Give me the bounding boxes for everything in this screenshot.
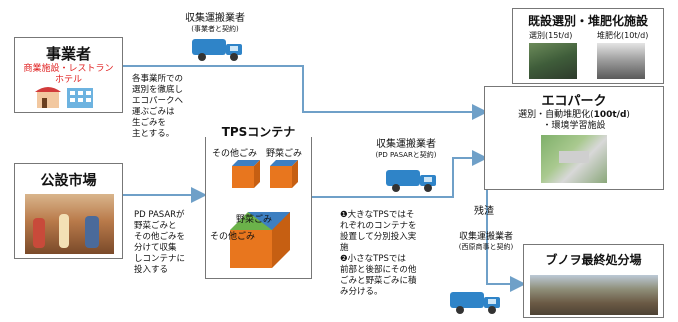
truck-mid-name: 収集運搬業者 — [376, 139, 436, 150]
market-title: 公設市場 — [40, 173, 97, 189]
ecopark-line1: 選別・自動堆肥化(100t/d) — [485, 109, 663, 121]
business-to-ecopark-line — [123, 65, 488, 120]
existing-facility-box: 既設選別・堆肥化施設 選別(15t/d) 堆肥化(10t/d) — [512, 8, 664, 84]
ecopark-line2: ・環境学習施設 — [542, 121, 606, 131]
tps-label-other-top: その他ごみ — [212, 149, 258, 159]
truck-top-icon — [192, 39, 242, 61]
tps-label-veg-bottom: 野菜ごみ — [236, 215, 273, 225]
business-box: 事業者 商業施設・レストラン ホテル — [14, 37, 123, 113]
business-title: 事業者 — [45, 45, 91, 63]
truck-mid-label: 収集運搬業者 (PD PASARと契約) — [356, 139, 456, 160]
truck-top-contract: (事業者と契約) — [191, 25, 239, 33]
existing-title: 既設選別・堆肥化施設 — [527, 14, 648, 28]
ecopark-line1-prefix: 選別・自動堆肥化( — [518, 110, 594, 120]
tps-label-veg-top: 野菜ごみ — [266, 149, 303, 159]
tps-title: TPSコンテナ — [206, 123, 311, 140]
truck-bottom-label: 収集運搬業者 (西原商事と契約) — [440, 232, 532, 252]
existing-compost-photo — [597, 43, 645, 79]
business-subtitle: 商業施設・レストラン ホテル — [23, 64, 114, 85]
landfill-photo — [530, 275, 658, 315]
ecopark-title: エコパーク — [541, 94, 607, 109]
business-note: 各事業所での 選別を徹底し エコパークへ 運ぶごみは 生ごみを 主とする。 — [132, 74, 184, 139]
truck-top-label: 収集運搬業者 (事業者と契約) — [170, 13, 260, 34]
truck-mid-icon — [386, 170, 436, 192]
market-note: PD PASARが 野菜ごみと その他ごみを 分けて収集 しコンテナに 投入する — [134, 210, 186, 275]
ecopark-capacity: 100t/d — [593, 110, 627, 120]
tps-box: TPSコンテナ その他ごみ 野菜ごみ 野菜ごみ その他ごみ — [205, 123, 312, 279]
existing-sorting-photo — [529, 43, 577, 79]
truck-top-name: 収集運搬業者 — [185, 13, 245, 24]
tps-note: ❶大きなTPSではそ れぞれのコンテナを 設置して分別投入実 施 ❷小さなTPS… — [340, 210, 417, 297]
tps-label-other-bottom: その他ごみ — [210, 232, 256, 242]
landfill-box: ブノヲ最終処分場 — [523, 244, 664, 318]
ecopark-line1-suffix: ) — [626, 110, 630, 120]
ecopark-box: エコパーク 選別・自動堆肥化(100t/d) ・環境学習施設 — [484, 86, 664, 190]
tps-to-ecopark-line — [312, 150, 488, 198]
tps-containers-drawing — [230, 160, 298, 268]
market-box: 公設市場 — [14, 163, 123, 259]
residue-to-landfill-line — [486, 190, 526, 292]
shops-icon — [35, 87, 93, 108]
ecopark-site-photo — [541, 135, 607, 183]
truck-bottom-contract: (西原商事と契約) — [458, 243, 514, 251]
residue-label: 残渣 — [474, 206, 494, 217]
truck-bottom-icon — [450, 292, 500, 314]
market-photo — [25, 194, 114, 254]
landfill-title: ブノヲ最終処分場 — [545, 253, 642, 267]
existing-caption-right: 堆肥化(10t/d) — [597, 31, 649, 40]
truck-mid-contract: (PD PASARと契約) — [375, 151, 437, 159]
existing-caption-left: 選別(15t/d) — [529, 31, 573, 40]
truck-bottom-name: 収集運搬業者 — [458, 232, 513, 242]
